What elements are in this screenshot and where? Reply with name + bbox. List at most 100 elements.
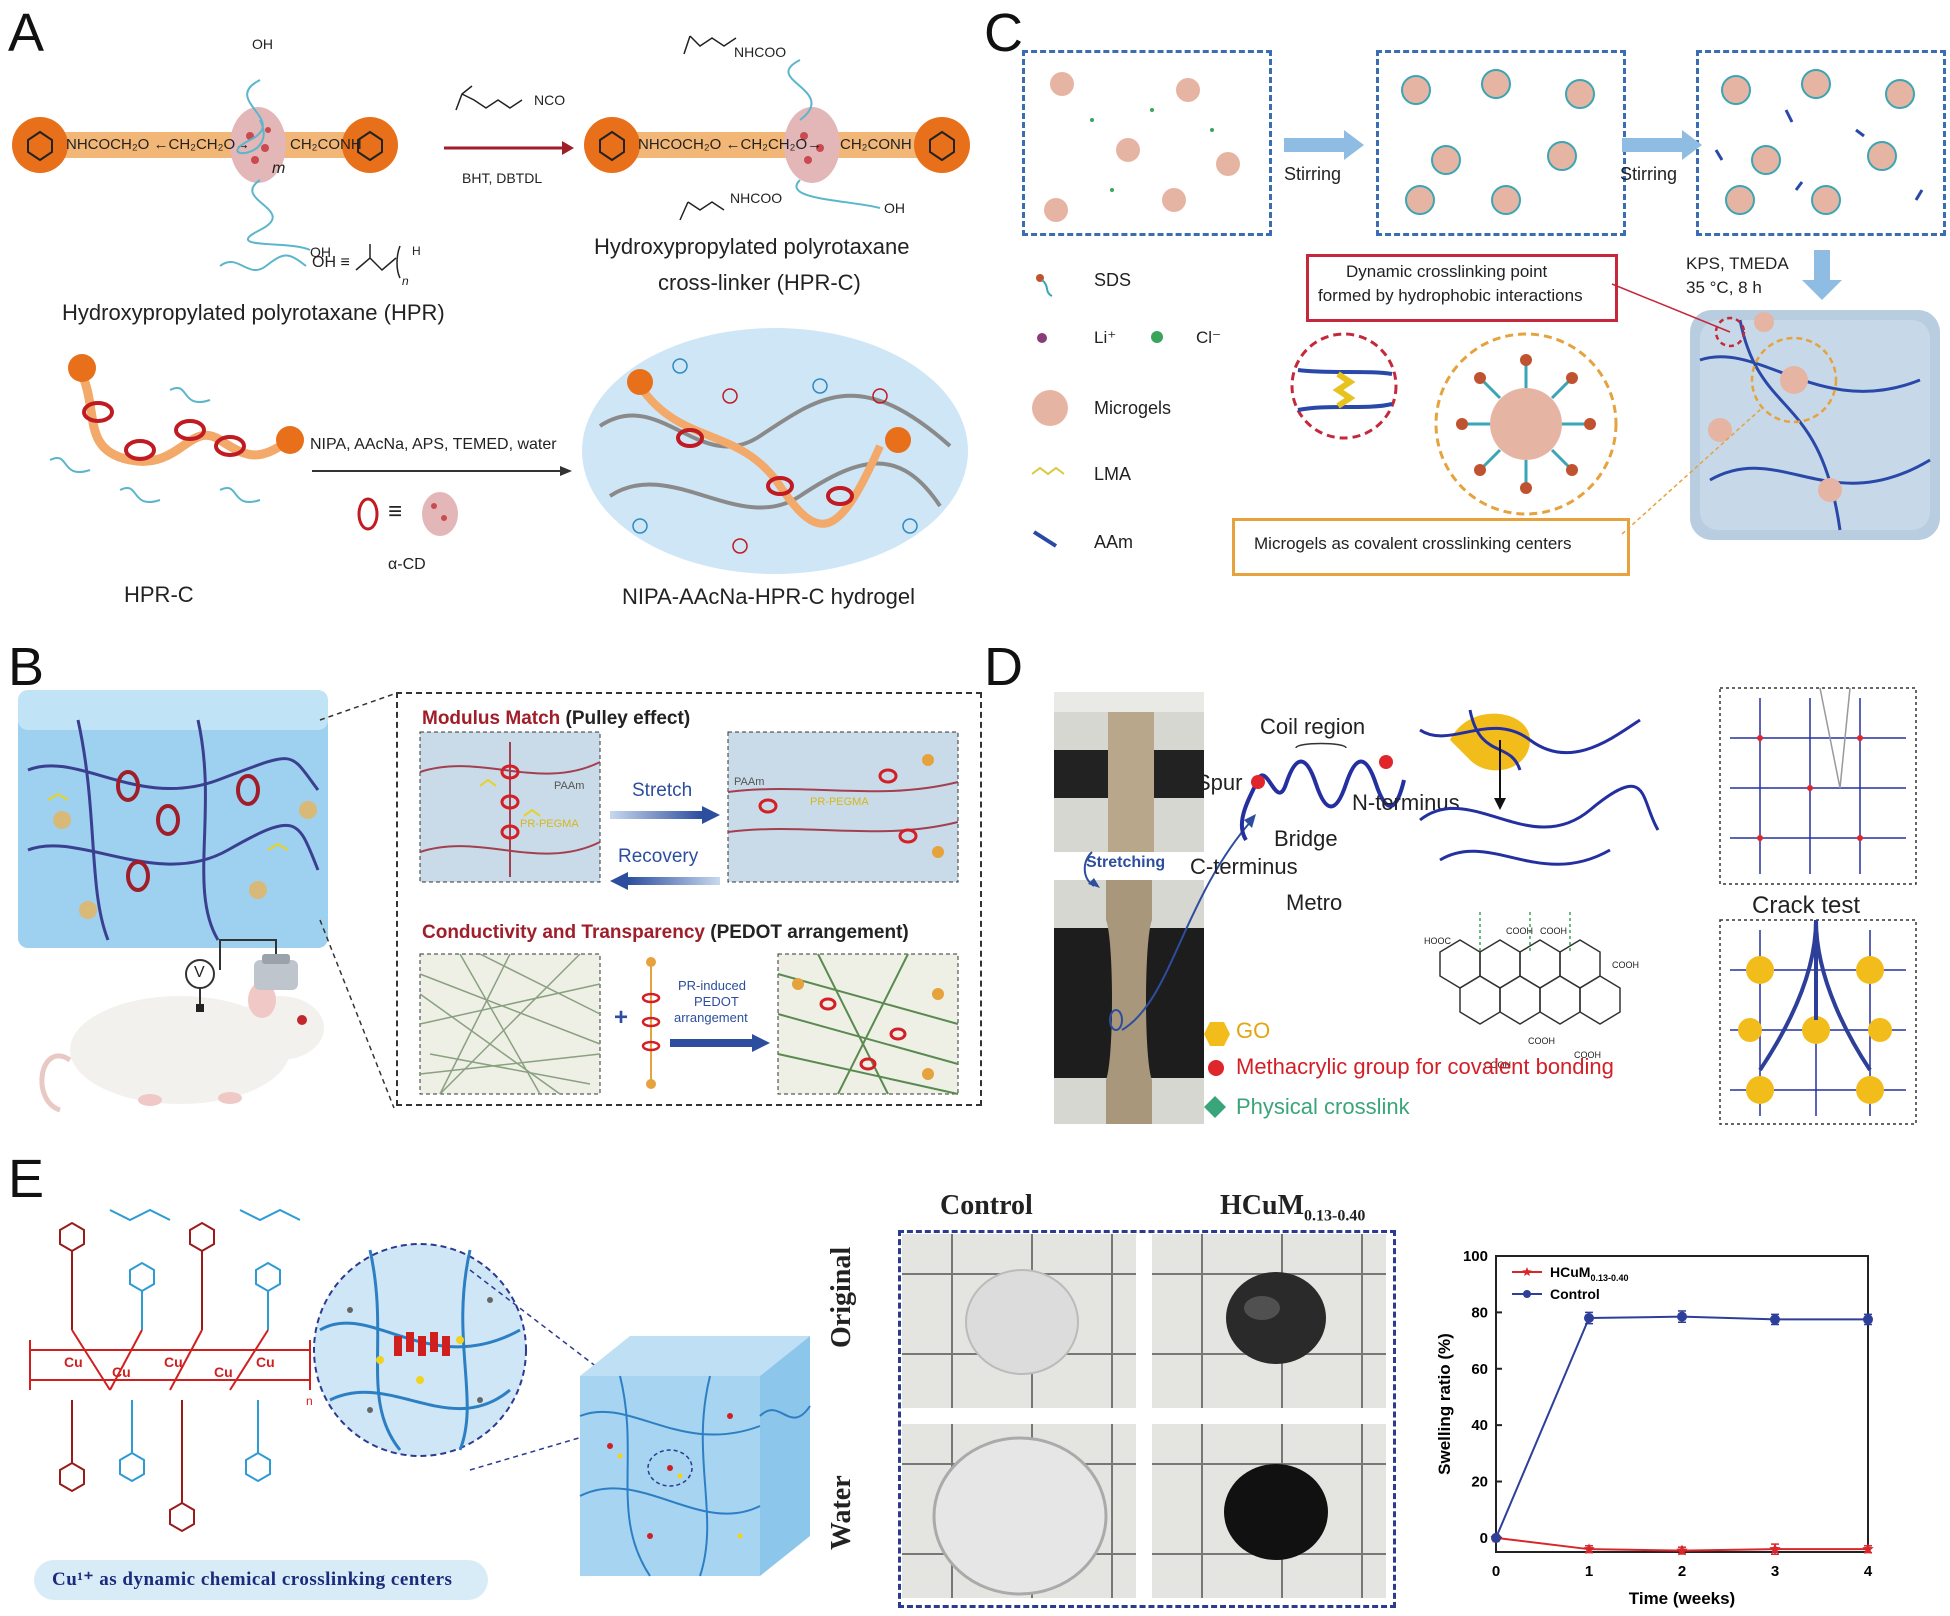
cooh-label-6: COOH: [1574, 1050, 1601, 1060]
legend-h: H: [412, 244, 421, 258]
stirring-arrow-2: [1622, 130, 1702, 160]
nhcoo-bottom: NHCOO: [730, 190, 783, 206]
reagent-structure: [455, 85, 523, 111]
c-terminus-label: C-terminus: [1190, 854, 1298, 879]
pr-strand-icon: [641, 957, 661, 1089]
down-arrow-c: [1802, 250, 1842, 300]
reagent-below: BHT, DBTDL: [462, 170, 543, 186]
temp-label: 35 °C, 8 h: [1686, 278, 1762, 297]
microgel-zoom: [1434, 332, 1618, 516]
voltmeter-label: V: [194, 964, 205, 981]
modulus-title-a: Modulus Match: [422, 708, 561, 729]
stretching-label: Stretching: [1086, 854, 1166, 871]
hydrogel-cube: [1690, 310, 1940, 540]
legend-sds: SDS: [1094, 270, 1132, 290]
cu-polymer-structure: [29, 1208, 311, 1533]
panel-label-a: A: [8, 3, 45, 63]
row-water-label: Water: [826, 1475, 857, 1550]
bridge-label: Bridge: [1274, 826, 1338, 851]
panel-label-c: C: [984, 3, 1023, 63]
go-label: GO: [1236, 1018, 1271, 1043]
formula-right-end: CH₂CONH: [840, 136, 912, 153]
go-crosslink-scheme: [1419, 709, 1660, 866]
protein-coil: [1239, 742, 1406, 842]
pedot-arrow: [670, 1034, 770, 1052]
go-legend-icon: [1204, 1022, 1230, 1046]
cu-zoom-circle: [313, 1243, 527, 1457]
dynamic-crosslink-zoom: [1290, 332, 1398, 440]
cooh-label-2: COOH: [1540, 926, 1567, 936]
nhcoo-top: NHCOO: [734, 44, 787, 60]
data-point-circle: [1491, 1532, 1501, 1543]
y-tick-label: 40: [1471, 1417, 1488, 1434]
prpegma-right: PR-PEGMA: [810, 796, 869, 808]
y-tick-label: 80: [1471, 1304, 1488, 1321]
conductivity-title: Conductivity and Transparency (PEDOT arr…: [422, 922, 909, 944]
y-tick-label: 60: [1471, 1361, 1488, 1378]
microgels-centers-text: Microgels as covalent crosslinking cente…: [1254, 534, 1572, 553]
pedot-label-2: PEDOT: [694, 994, 739, 1009]
legend-structure: [355, 244, 401, 279]
x-tick-label: 1: [1585, 1563, 1593, 1580]
reaction-arrow-bottom: [312, 466, 572, 476]
prpegma-left: PR-PEGMA: [520, 818, 579, 830]
stirring-arrow-1: [1284, 130, 1364, 160]
hprc-caption-1: Hydroxypropylated polyrotaxane: [594, 234, 910, 259]
hpr-caption: Hydroxypropylated polyrotaxane (HPR): [62, 300, 445, 325]
acd-label: α-CD: [388, 556, 426, 573]
y-tick-label: 100: [1463, 1248, 1488, 1265]
acd-equiv: ≡: [388, 498, 403, 525]
legend-n: n: [402, 274, 409, 288]
reaction-conditions: NIPA, AAcNa, APS, TEMED, water: [310, 436, 557, 453]
formula-right: NHCOCH₂O ←CH₂CH₂O→: [638, 136, 823, 153]
stage-box-3-content: [1714, 69, 1924, 215]
legend-aam: AAm: [1094, 532, 1134, 552]
photo-control-original: [902, 1234, 1136, 1408]
hprc-caption-2: cross-linker (HPR-C): [658, 270, 861, 295]
crack-network-bottom: [1719, 919, 1917, 1125]
x-tick-label: 3: [1771, 1563, 1779, 1580]
legend-label-main: Control: [1550, 1286, 1600, 1302]
plus-sign: +: [614, 1004, 629, 1031]
legend-label: Control: [1550, 1286, 1600, 1302]
acd-blob-icon: [422, 492, 458, 536]
oh-bottom: OH: [310, 244, 331, 260]
x-tick-label: 2: [1678, 1563, 1686, 1580]
stage-box-1-content: [1044, 72, 1240, 222]
legend-lma: LMA: [1094, 464, 1132, 484]
subscript-m-left: m: [272, 160, 286, 177]
data-point-circle: [1863, 1314, 1873, 1325]
kps-label: KPS, TMEDA: [1686, 254, 1789, 273]
hcum-header: HCuM0.13-0.40: [1220, 1190, 1365, 1226]
spur-label: Spur: [1196, 770, 1243, 795]
legend-li: Li⁺: [1094, 328, 1117, 347]
cooh-label-4: COOH: [1484, 1060, 1511, 1070]
legend-microgels: Microgels: [1094, 398, 1172, 418]
cu-n-subscript: n: [306, 1394, 313, 1408]
panel-label-d: D: [984, 637, 1023, 697]
control-header: Control: [940, 1190, 1033, 1221]
dynamic-crosslink-line-2: formed by hydrophobic interactions: [1318, 286, 1583, 305]
legend-label: HCuM0.13-0.40: [1550, 1264, 1628, 1283]
x-axis-label: Time (weeks): [1629, 1589, 1735, 1608]
pedot-fibers-left: [419, 953, 601, 1095]
photo-control-water: [902, 1424, 1136, 1598]
cu-caption: Cu¹⁺ as dynamic chemical crosslinking ce…: [52, 1569, 453, 1590]
paam-right: PAAm: [734, 776, 765, 788]
hprc-rod-right: [584, 107, 970, 183]
y-tick-label: 20: [1471, 1474, 1488, 1491]
stirring-label-1: Stirring: [1284, 164, 1342, 184]
specimen-photo-top: [1054, 692, 1204, 852]
pedot-label-1: PR-induced: [678, 978, 746, 993]
photo-hcum-water: [1152, 1424, 1386, 1598]
panel-label-b: B: [8, 637, 45, 697]
cooh-label-3: COOH: [1612, 960, 1639, 970]
methacrylic-legend-icon: [1208, 1060, 1224, 1076]
methacrylic-label: Methacrylic group for covalent bonding: [1236, 1054, 1614, 1079]
hprc-cluster: [49, 354, 304, 503]
hydrogel-ellipse: [582, 328, 968, 574]
legend-label-main: HCuM: [1550, 1264, 1590, 1280]
formula-left-end: CH₂CONH: [290, 136, 362, 153]
conductivity-title-b: (PEDOT arrangement): [704, 922, 909, 943]
